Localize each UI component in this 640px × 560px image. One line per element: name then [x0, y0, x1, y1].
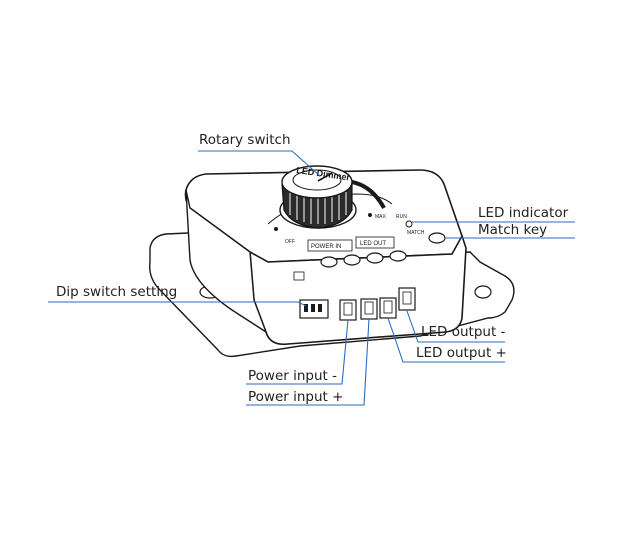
- leader-rotary-switch: [198, 150, 321, 177]
- terminal-power-plus[interactable]: [360, 298, 378, 320]
- power-in-box: [307, 239, 353, 252]
- terminal-led-plus[interactable]: [379, 297, 397, 319]
- callout-power-input-plus: Power input +: [248, 389, 344, 405]
- run-label: RUN: [396, 214, 407, 220]
- screw-2: [343, 254, 361, 266]
- screw-3: [366, 252, 384, 264]
- body-side: [185, 189, 268, 334]
- power-in-label: POWER IN: [311, 244, 341, 250]
- leader-power-input-plus: [246, 318, 370, 406]
- callout-power-input-minus: Power input -: [248, 368, 337, 384]
- led-indicator: [405, 220, 413, 228]
- terminal-led-minus[interactable]: [398, 287, 416, 311]
- match-label: MATCH: [407, 230, 425, 236]
- callout-led-output-minus: LED output -: [421, 324, 506, 340]
- match-key[interactable]: [428, 232, 446, 244]
- off-dot: [274, 227, 278, 231]
- leader-led-output-minus: [406, 310, 505, 343]
- callout-match-key: Match key: [478, 222, 548, 238]
- screw-4: [389, 250, 407, 262]
- dip-switch-socket[interactable]: [299, 299, 329, 319]
- leader-lines: [48, 150, 575, 406]
- terminal-power-minus[interactable]: [339, 299, 357, 321]
- screw-1: [320, 256, 338, 268]
- leader-power-input-minus: [246, 319, 349, 385]
- leader-led-output-plus: [387, 317, 505, 363]
- callout-led-indicator: LED indicator: [478, 205, 569, 221]
- right-mount-hole: [474, 285, 492, 299]
- led-out-box: [355, 236, 395, 249]
- max-label: MAX: [375, 214, 387, 220]
- leader-dip-switch: [48, 301, 307, 307]
- max-dot: [368, 213, 372, 217]
- dip-switch-label: [293, 271, 305, 281]
- dial-range-bar: [351, 180, 386, 209]
- off-label: OFF: [285, 239, 295, 245]
- callout-dip-switch-setting: Dip switch setting: [56, 284, 178, 300]
- callout-led-output-plus: LED output +: [416, 345, 507, 361]
- led-out-label: LED OUT: [360, 241, 386, 247]
- callout-rotary-switch: Rotary switch: [199, 132, 291, 148]
- knob-pointer: [317, 172, 333, 182]
- knob-grip-ridges: [289, 192, 347, 224]
